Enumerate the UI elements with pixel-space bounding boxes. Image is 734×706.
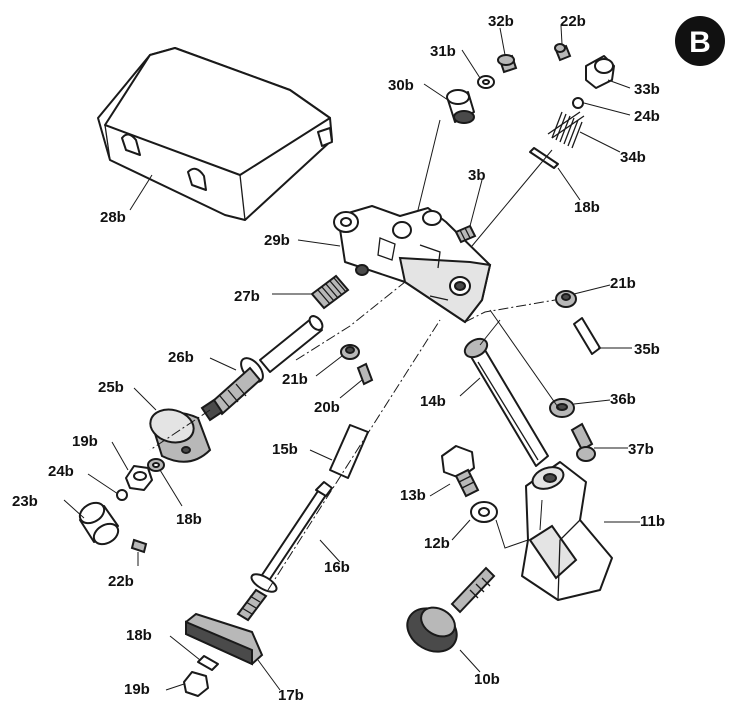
label-24b-top: 24b xyxy=(634,108,660,125)
part-18b-pin-bottom xyxy=(197,655,219,671)
part-28b-cover xyxy=(97,47,333,221)
part-18b-washer-left xyxy=(147,458,165,472)
part-labels: 32b 22b 31b 30b 33b 24b 34b 3b 18b 28b 2… xyxy=(12,13,665,704)
part-24b-ball-left xyxy=(116,489,128,501)
part-25b-knob xyxy=(149,408,212,463)
label-21b-right: 21b xyxy=(610,275,636,292)
part-23b-collar xyxy=(78,501,120,546)
part-13b-bolt xyxy=(441,445,480,498)
part-27b-spring xyxy=(310,274,350,310)
label-20b: 20b xyxy=(314,399,340,416)
part-16b-rod xyxy=(236,481,333,622)
label-leaders xyxy=(63,25,640,691)
label-24b-left: 24b xyxy=(48,463,74,480)
part-35b-pin xyxy=(573,317,601,355)
label-11b: 11b xyxy=(640,513,665,530)
part-19b-nut-bottom xyxy=(183,671,209,697)
part-32b-screw xyxy=(497,54,518,74)
part-21b-nut-right xyxy=(555,290,577,308)
part-17b-jaw xyxy=(185,612,264,666)
label-21b-left: 21b xyxy=(282,371,308,388)
part-20b-screw xyxy=(356,362,374,386)
part-37b-screw xyxy=(570,422,596,462)
label-18b-left: 18b xyxy=(176,511,202,528)
label-17b: 17b xyxy=(278,687,304,704)
part-10b-knob-screw xyxy=(406,566,496,653)
label-18b-top: 18b xyxy=(574,199,600,216)
part-22b-screw-top xyxy=(554,43,572,62)
part-33b-block xyxy=(585,55,615,89)
label-3b: 3b xyxy=(468,167,486,184)
label-22b-bottom: 22b xyxy=(108,573,134,590)
part-34b-spring xyxy=(547,111,585,149)
part-18b-pin-top xyxy=(529,147,559,169)
label-37b: 37b xyxy=(628,441,654,458)
label-31b: 31b xyxy=(430,43,456,60)
label-25b: 25b xyxy=(98,379,124,396)
label-12b: 12b xyxy=(424,535,450,552)
label-19b-left: 19b xyxy=(72,433,98,450)
label-19b-bottom: 19b xyxy=(124,681,150,698)
label-35b: 35b xyxy=(634,341,660,358)
label-15b: 15b xyxy=(272,441,298,458)
part-31b-washer xyxy=(477,75,495,89)
label-34b: 34b xyxy=(620,149,646,166)
label-26b: 26b xyxy=(168,349,194,366)
label-28b: 28b xyxy=(100,209,126,226)
part-14b-shaft xyxy=(463,337,549,467)
part-22b-screw-bottom xyxy=(130,538,148,554)
label-10b: 10b xyxy=(474,671,500,688)
label-22b-top: 22b xyxy=(560,13,586,30)
part-26b-shaft xyxy=(200,315,324,422)
part-21b-nut-left xyxy=(340,344,360,360)
label-32b: 32b xyxy=(488,13,514,30)
part-15b-sleeve xyxy=(329,424,369,479)
part-30b-sleeve xyxy=(446,89,475,124)
part-12b-washer xyxy=(470,501,498,523)
label-27b: 27b xyxy=(234,288,260,305)
label-18b-bottom: 18b xyxy=(126,627,152,644)
label-13b: 13b xyxy=(400,487,426,504)
badge-letter: B xyxy=(689,26,711,59)
part-19b-nut-left xyxy=(125,465,153,491)
label-23b: 23b xyxy=(12,493,38,510)
label-29b: 29b xyxy=(264,232,290,249)
label-36b: 36b xyxy=(610,391,636,408)
part-11b-clamp xyxy=(521,461,613,601)
label-16b: 16b xyxy=(324,559,350,576)
label-14b: 14b xyxy=(420,393,446,410)
part-3b-setscrew xyxy=(454,224,477,244)
part-29b-bracket xyxy=(333,205,492,324)
part-24b-ball-top xyxy=(572,97,584,109)
label-33b: 33b xyxy=(634,81,660,98)
assembly-guide-lines xyxy=(149,119,561,591)
label-30b: 30b xyxy=(388,77,414,94)
section-badge: B xyxy=(675,16,725,66)
